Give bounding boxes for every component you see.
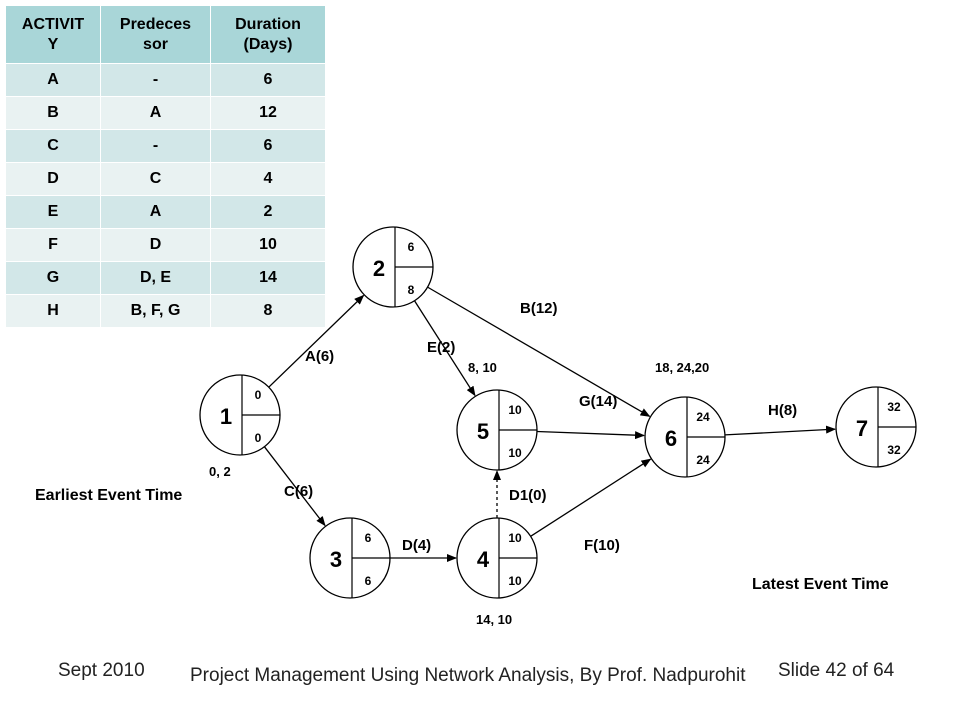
cell-activity: G (5, 261, 101, 295)
node-latest-time: 24 (696, 453, 710, 467)
activity-arrows (263, 286, 837, 562)
activity-arrow-b (427, 286, 651, 417)
footer-date: Sept 2010 (58, 660, 145, 681)
cell-predecessor: D, E (100, 261, 211, 295)
event-node-7: 7 32 32 (835, 386, 917, 468)
time-annotation-node4: 14, 10 (476, 612, 512, 627)
activity-label: D1(0) (509, 487, 547, 504)
node-number: 1 (220, 404, 232, 429)
node-earliest-time: 32 (887, 400, 901, 414)
node-earliest-time: 0 (255, 388, 262, 402)
activity-arrow-h (724, 425, 837, 436)
activity-arrow-a (268, 294, 365, 388)
cell-predecessor: - (100, 63, 211, 97)
cell-activity: F (5, 228, 101, 262)
activity-arrow-e (413, 300, 476, 397)
time-annotation-node6: 18, 24,20 (655, 360, 709, 375)
node-latest-time: 0 (255, 431, 262, 445)
event-node-1: 1 0 0 (199, 374, 281, 456)
activity-label: H(8) (768, 402, 797, 419)
cell-duration: 14 (210, 261, 326, 295)
cell-activity: H (5, 294, 101, 328)
node-earliest-time: 6 (408, 240, 415, 254)
node-earliest-time: 10 (508, 403, 522, 417)
cell-duration: 6 (210, 63, 326, 97)
node-latest-time: 10 (508, 574, 522, 588)
node-latest-time: 32 (887, 443, 901, 457)
node-latest-time: 6 (365, 574, 372, 588)
time-annotation-node1: 0, 2 (209, 464, 231, 479)
cell-activity: D (5, 162, 101, 196)
cell-duration: 8 (210, 294, 326, 328)
event-node-4: 4 10 10 (456, 517, 538, 599)
cell-predecessor: - (100, 129, 211, 163)
footer-title: Project Management Using Network Analysi… (190, 665, 746, 686)
table-row: C-6 (5, 129, 326, 163)
activity-arrow-f (530, 458, 652, 537)
cell-duration: 2 (210, 195, 326, 229)
event-node-6: 6 24 24 (644, 396, 726, 478)
footer-slide-number: Slide 42 of 64 (778, 660, 895, 681)
node-number: 4 (477, 547, 490, 572)
activity-label: C(6) (284, 483, 313, 500)
cell-predecessor: A (100, 96, 211, 130)
activity-arrow-g (536, 430, 646, 440)
node-number: 6 (665, 426, 677, 451)
activity-label: G(14) (579, 393, 617, 410)
activity-label: F(10) (584, 537, 620, 554)
node-earliest-time: 24 (696, 410, 710, 424)
node-earliest-time: 6 (365, 531, 372, 545)
latest-event-time-label: Latest Event Time (752, 576, 889, 593)
node-latest-time: 10 (508, 446, 522, 460)
node-number: 2 (373, 256, 385, 281)
cell-predecessor: D (100, 228, 211, 262)
node-number: 7 (856, 416, 868, 441)
cell-activity: C (5, 129, 101, 163)
cell-activity: A (5, 63, 101, 97)
node-latest-time: 8 (408, 283, 415, 297)
node-number: 3 (330, 547, 342, 572)
cell-predecessor: B, F, G (100, 294, 211, 328)
activity-label: D(4) (402, 537, 431, 554)
cell-activity: E (5, 195, 101, 229)
cell-duration: 12 (210, 96, 326, 130)
cell-predecessor: A (100, 195, 211, 229)
node-number: 5 (477, 419, 489, 444)
activity-label: B(12) (520, 300, 558, 317)
activity-label: E(2) (427, 339, 455, 356)
node-earliest-time: 10 (508, 531, 522, 545)
earliest-event-time-label: Earliest Event Time (35, 487, 182, 504)
event-node-2: 2 6 8 (352, 226, 434, 308)
cell-duration: 10 (210, 228, 326, 262)
header-duration: Duration(Days) (210, 5, 326, 64)
time-annotation-node5: 8, 10 (468, 360, 497, 375)
cell-duration: 6 (210, 129, 326, 163)
activity-label: A(6) (305, 348, 334, 365)
diagram-labels: A(6) B(12) C(6) D(4) E(2) F(10) G(14) H(8) D1(0)… (35, 300, 889, 627)
cell-predecessor: C (100, 162, 211, 196)
activity-arrow-c (263, 446, 326, 527)
cell-duration: 4 (210, 162, 326, 196)
cell-activity: B (5, 96, 101, 130)
table-row: A-6 (5, 63, 326, 97)
event-node-3: 3 6 6 (309, 517, 391, 599)
event-node-5: 5 10 10 (456, 389, 538, 471)
